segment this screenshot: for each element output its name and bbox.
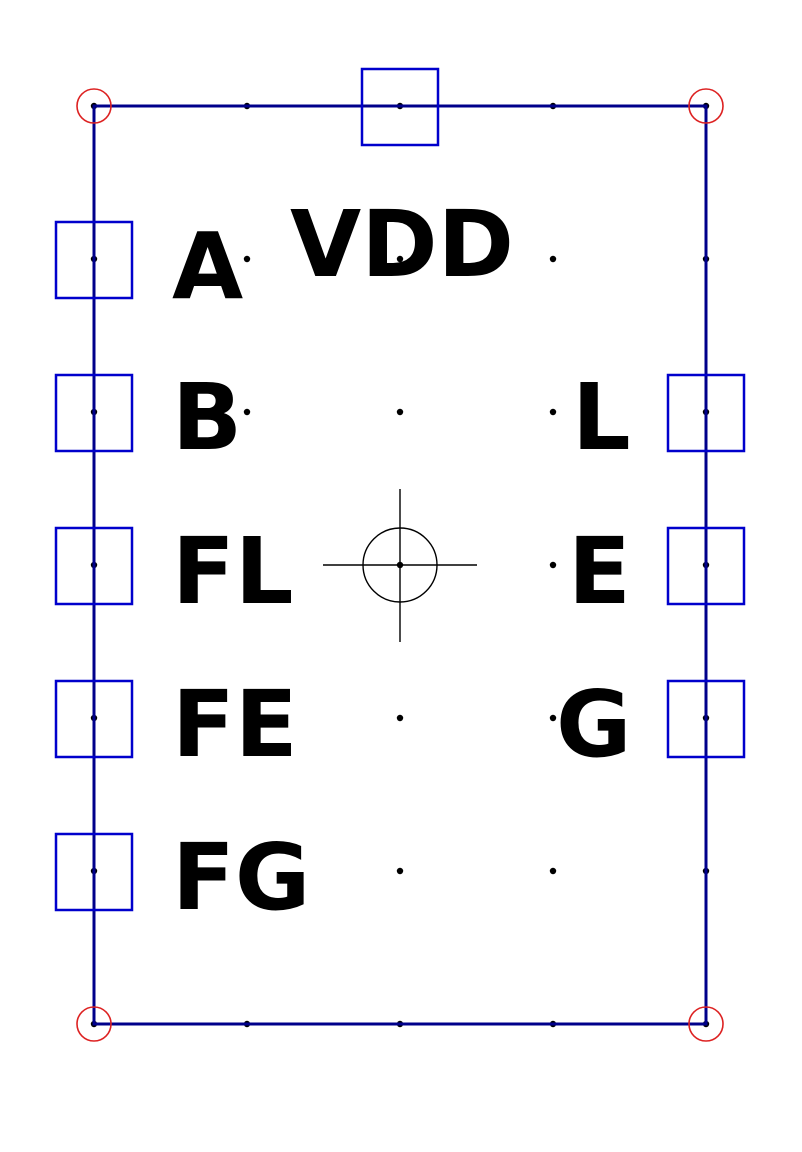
pin-label-b[interactable]: B — [172, 364, 242, 471]
grid-dot — [549, 867, 557, 875]
corner-marker-top-right[interactable] — [688, 88, 724, 124]
pin-label-a[interactable]: A — [172, 213, 243, 320]
symbol-name-label[interactable]: VDD — [290, 191, 514, 298]
pin-box-fe[interactable] — [54, 679, 134, 759]
grid-dot — [243, 714, 251, 722]
pin-box-fg[interactable] — [54, 832, 134, 912]
pin-box-l[interactable] — [666, 373, 746, 453]
grid-dot — [549, 408, 557, 416]
grid-dot — [243, 255, 251, 263]
pin-label-l[interactable]: L — [572, 364, 631, 471]
corner-marker-bottom-left[interactable] — [76, 1006, 112, 1042]
grid-dot — [243, 561, 251, 569]
grid-dot — [396, 867, 404, 875]
grid-dot — [243, 408, 251, 416]
grid-dot — [396, 255, 404, 263]
grid-dot — [549, 561, 557, 569]
grid-dot — [549, 714, 557, 722]
pin-box-fl[interactable] — [54, 526, 134, 606]
pin-label-fe[interactable]: FE — [172, 671, 298, 778]
corner-marker-top-left[interactable] — [76, 88, 112, 124]
pin-box-e[interactable] — [666, 526, 746, 606]
pin-label-fl[interactable]: FL — [172, 518, 293, 625]
grid-dot — [396, 714, 404, 722]
pin-box-b[interactable] — [54, 373, 134, 453]
pin-label-g[interactable]: G — [556, 671, 632, 778]
origin-crosshair-icon[interactable] — [323, 489, 477, 642]
corner-marker-bottom-right[interactable] — [688, 1006, 724, 1042]
pin-box-g[interactable] — [666, 679, 746, 759]
pin-box-vdd[interactable] — [360, 67, 440, 147]
grid-dot — [396, 408, 404, 416]
pin-label-fg[interactable]: FG — [172, 824, 310, 931]
symbol-body-outline[interactable] — [92, 104, 708, 1026]
pin-box-a[interactable] — [54, 220, 134, 300]
grid-dot — [549, 255, 557, 263]
pin-label-e[interactable]: E — [568, 518, 631, 625]
grid-dot — [243, 867, 251, 875]
corner-markers — [76, 88, 724, 1042]
pin-boxes — [54, 67, 746, 912]
